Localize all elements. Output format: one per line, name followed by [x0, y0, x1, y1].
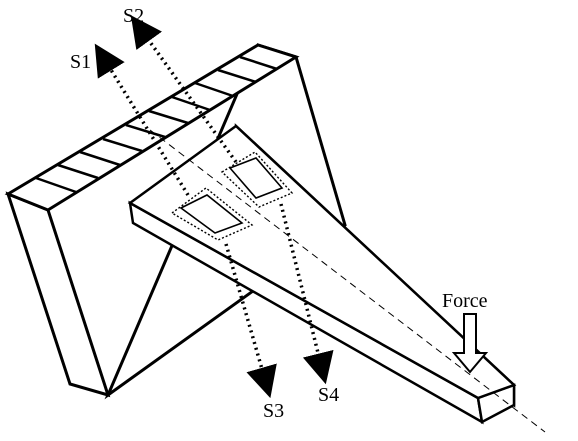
label-force: Force — [442, 290, 488, 312]
label-s1: S1 — [70, 51, 91, 73]
force-arrow-icon — [451, 313, 489, 374]
wall-hatching — [35, 55, 278, 194]
strain-gauge-1 — [170, 187, 254, 241]
section-arrow-s4 — [279, 203, 334, 385]
label-s4: S4 — [318, 384, 339, 406]
wall-top-face — [4, 43, 300, 212]
section-arrow-s3 — [224, 243, 277, 399]
strain-gauge-2 — [220, 151, 294, 208]
label-s2: S2 — [123, 5, 144, 27]
neutral-axis-line — [149, 129, 546, 433]
label-s3: S3 — [263, 400, 284, 422]
wall-front-face — [5, 191, 111, 398]
